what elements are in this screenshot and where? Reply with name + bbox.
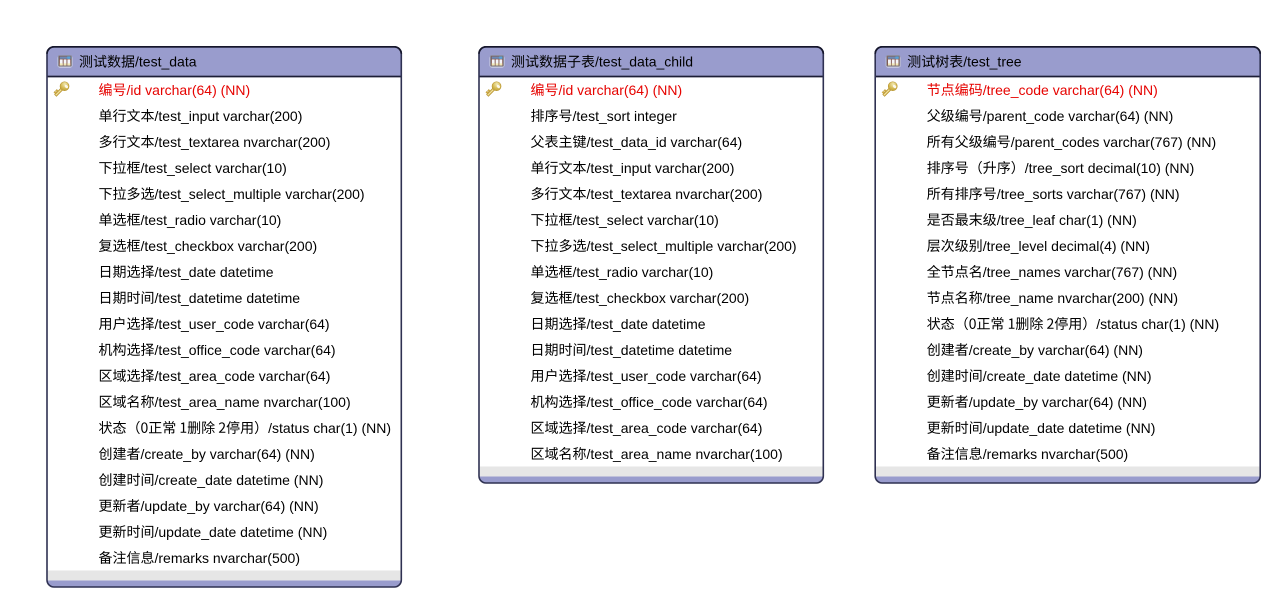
svg-text:/id varchar(64) (NN): /id varchar(64) (NN) bbox=[559, 82, 683, 98]
svg-text:/test_area_code varchar(64): /test_area_code varchar(64) bbox=[587, 420, 763, 436]
svg-text:/tree_leaf char(1) (NN): /tree_leaf char(1) (NN) bbox=[997, 212, 1137, 228]
svg-text:/test_area_code varchar(64): /test_area_code varchar(64) bbox=[155, 368, 331, 384]
svg-text:/test_data_id varchar(64): /test_data_id varchar(64) bbox=[587, 134, 743, 150]
svg-text:/test_textarea nvarchar(200): /test_textarea nvarchar(200) bbox=[155, 134, 331, 150]
svg-text:/update_date datetime (NN): /update_date datetime (NN) bbox=[155, 524, 328, 540]
svg-text:/test_checkbox varchar(200): /test_checkbox varchar(200) bbox=[141, 238, 318, 254]
svg-text:/parent_codes varchar(767) (NN: /parent_codes varchar(767) (NN) bbox=[1011, 134, 1216, 150]
svg-text:/test_input varchar(200): /test_input varchar(200) bbox=[587, 160, 735, 176]
svg-text:/test_user_code varchar(64): /test_user_code varchar(64) bbox=[587, 368, 762, 384]
svg-text:/test_select_multiple varchar(: /test_select_multiple varchar(200) bbox=[587, 238, 797, 254]
svg-text:/test_area_name nvarchar(100): /test_area_name nvarchar(100) bbox=[155, 394, 351, 410]
svg-text:/test_datetime datetime: /test_datetime datetime bbox=[155, 290, 301, 306]
svg-text:/tree_names varchar(767) (NN): /tree_names varchar(767) (NN) bbox=[983, 264, 1178, 280]
svg-text:/tree_sorts varchar(767) (NN): /tree_sorts varchar(767) (NN) bbox=[997, 186, 1180, 202]
svg-text:/test_radio varchar(10): /test_radio varchar(10) bbox=[573, 264, 714, 280]
svg-text:/test_textarea nvarchar(200): /test_textarea nvarchar(200) bbox=[587, 186, 763, 202]
svg-text:/parent_code varchar(64) (NN): /parent_code varchar(64) (NN) bbox=[983, 108, 1174, 124]
svg-text:/create_by varchar(64) (NN): /create_by varchar(64) (NN) bbox=[141, 446, 315, 462]
svg-text:/test_sort integer: /test_sort integer bbox=[573, 108, 678, 124]
svg-text:/test_select varchar(10): /test_select varchar(10) bbox=[573, 212, 719, 228]
svg-text:/test_radio varchar(10): /test_radio varchar(10) bbox=[141, 212, 282, 228]
svg-text:/create_by varchar(64) (NN): /create_by varchar(64) (NN) bbox=[969, 342, 1143, 358]
svg-text:/test_select_multiple varchar(: /test_select_multiple varchar(200) bbox=[155, 186, 365, 202]
svg-text:/status char(1) (NN): /status char(1) (NN) bbox=[268, 420, 391, 436]
svg-text:/remarks nvarchar(500): /remarks nvarchar(500) bbox=[155, 550, 301, 566]
svg-text:/test_date datetime: /test_date datetime bbox=[587, 316, 706, 332]
svg-text:/create_date datetime (NN): /create_date datetime (NN) bbox=[155, 472, 324, 488]
svg-text:/tree_code varchar(64) (NN): /tree_code varchar(64) (NN) bbox=[983, 82, 1158, 98]
svg-text:/test_input varchar(200): /test_input varchar(200) bbox=[155, 108, 303, 124]
svg-text:/remarks nvarchar(500): /remarks nvarchar(500) bbox=[983, 446, 1128, 462]
svg-text:/test_data: /test_data bbox=[135, 54, 197, 70]
svg-text:/id varchar(64) (NN): /id varchar(64) (NN) bbox=[127, 82, 251, 98]
svg-text:/status char(1) (NN): /status char(1) (NN) bbox=[1096, 316, 1219, 332]
svg-text:/test_checkbox varchar(200): /test_checkbox varchar(200) bbox=[573, 290, 750, 306]
svg-text:/test_select varchar(10): /test_select varchar(10) bbox=[141, 160, 287, 176]
svg-text:/update_date datetime (NN): /update_date datetime (NN) bbox=[983, 420, 1156, 436]
svg-text:/test_tree: /test_tree bbox=[963, 54, 1022, 70]
svg-text:/create_date datetime (NN): /create_date datetime (NN) bbox=[983, 368, 1152, 384]
svg-text:/tree_sort decimal(10) (NN): /tree_sort decimal(10) (NN) bbox=[1025, 160, 1195, 176]
svg-text:/test_datetime datetime: /test_datetime datetime bbox=[587, 342, 733, 358]
svg-text:/tree_name nvarchar(200) (NN): /tree_name nvarchar(200) (NN) bbox=[983, 290, 1178, 306]
svg-text:/test_office_code varchar(64): /test_office_code varchar(64) bbox=[155, 342, 336, 358]
svg-text:/tree_level decimal(4) (NN): /tree_level decimal(4) (NN) bbox=[983, 238, 1150, 254]
svg-text:/test_office_code varchar(64): /test_office_code varchar(64) bbox=[587, 394, 768, 410]
svg-text:/test_area_name nvarchar(100): /test_area_name nvarchar(100) bbox=[587, 446, 783, 462]
svg-text:/update_by varchar(64) (NN): /update_by varchar(64) (NN) bbox=[969, 394, 1147, 410]
svg-text:/test_data_child: /test_data_child bbox=[595, 54, 693, 70]
svg-text:/test_date datetime: /test_date datetime bbox=[155, 264, 274, 280]
svg-text:/test_user_code varchar(64): /test_user_code varchar(64) bbox=[155, 316, 330, 332]
svg-text:/update_by varchar(64) (NN): /update_by varchar(64) (NN) bbox=[141, 498, 319, 514]
